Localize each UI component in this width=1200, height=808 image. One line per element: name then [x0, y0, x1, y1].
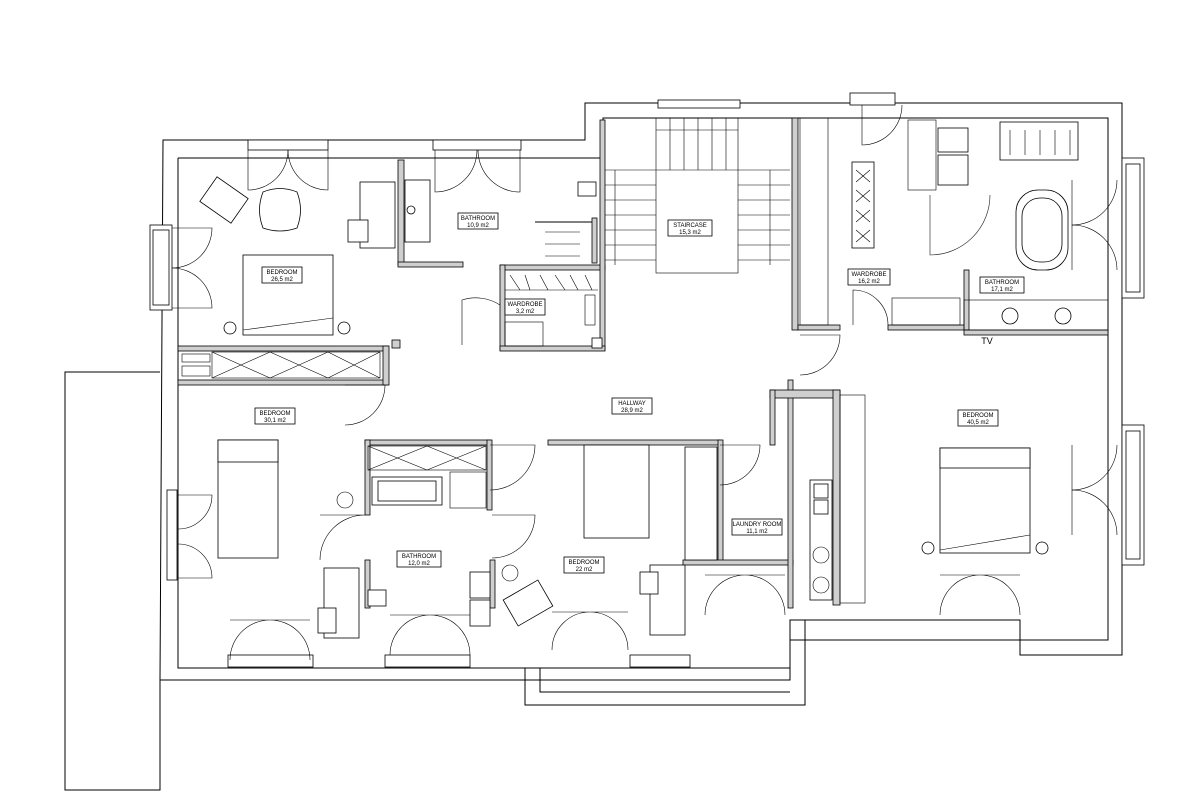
room-label-bedroom-s: BEDROOM 22 m2 [563, 556, 605, 574]
room-label-bedroom-nw: BEDROOM 26,5 m2 [261, 266, 303, 284]
room-label-text: 12,0 m2 [408, 561, 430, 567]
outer-walls [64, 102, 1123, 791]
room-label-text: BATHROOM [461, 216, 495, 222]
room-label-text: 22 m2 [576, 567, 593, 573]
room-label-text: WARDROBE [851, 272, 886, 278]
room-label-text: 40,5 m2 [967, 420, 989, 426]
room-label-text: 28,9 m2 [621, 408, 643, 414]
room-label-text: STAIRCASE [673, 223, 707, 229]
room-label-text: BATHROOM [985, 280, 1019, 286]
room-label-text: 15,3 m2 [679, 230, 701, 236]
room-label-text: BEDROOM [962, 413, 993, 419]
room-label-text: 30,1 m2 [264, 418, 286, 424]
room-label-text: 16,2 m2 [858, 279, 880, 285]
room-label-bathroom-n: BATHROOM 10,9 m2 [457, 212, 499, 230]
room-label-wardrobe-small: WARDROBE 3,2 m2 [504, 298, 546, 316]
room-label-text: 11,1 m2 [746, 529, 768, 535]
room-label-text: 10,9 m2 [467, 223, 489, 229]
room-label-text: BEDROOM [266, 270, 297, 276]
room-label-text: WARDROBE [507, 302, 542, 308]
room-labels: BEDROOM 26,5 m2 BATHROOM 10,9 m2 WARDROB… [254, 212, 1025, 574]
room-label-bedroom-w: BEDROOM 30,1 m2 [254, 407, 296, 425]
room-label-bedroom-e: BEDROOM 40,5 m2 [957, 409, 999, 427]
room-label-wardrobe-ne: WARDROBE 16,2 m2 [847, 268, 891, 286]
room-label-bathroom-s: BATHROOM 12,0 m2 [396, 550, 442, 568]
tv-label: TV [981, 336, 993, 346]
room-label-text: BEDROOM [568, 560, 599, 566]
furniture [181, 117, 1109, 639]
room-label-staircase: STAIRCASE 15,3 m2 [667, 219, 713, 237]
staircase-steps [605, 117, 790, 274]
room-label-text: BATHROOM [402, 554, 436, 560]
room-label-bathroom-ne: BATHROOM 17,1 m2 [979, 276, 1025, 294]
room-label-text: 26,5 m2 [271, 277, 293, 283]
room-label-hallway: HALLWAY 28,9 m2 [611, 397, 653, 415]
room-label-text: BEDROOM [259, 411, 290, 417]
room-label-text: LAUNDRY ROOM [733, 522, 782, 528]
room-label-text: 3,2 m2 [516, 309, 535, 315]
room-label-laundry: LAUNDRY ROOM 11,1 m2 [731, 518, 783, 536]
room-label-text: 17,1 m2 [991, 287, 1013, 293]
windows [149, 92, 1145, 668]
door-swings [171, 104, 1118, 661]
room-label-text: HALLWAY [618, 401, 646, 407]
